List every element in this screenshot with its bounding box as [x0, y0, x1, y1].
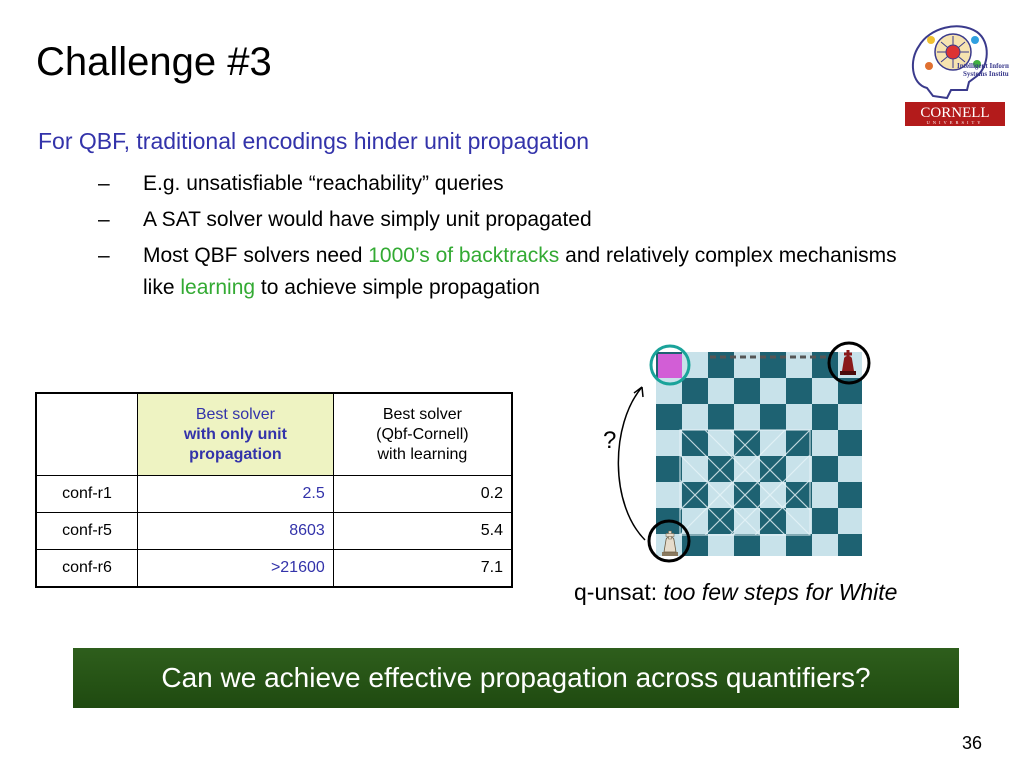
lead-bullet: For QBF, traditional encodings hinder un… [38, 128, 590, 154]
board-caption: q-unsat: too few steps for White [574, 579, 898, 605]
row-label: conf-r1 [35, 475, 138, 513]
iisi-head-icon [911, 25, 988, 100]
white-king-icon [662, 530, 678, 556]
table-row: conf-r1 2.5 0.2 [35, 475, 513, 513]
sub-bullet-2: –A SAT solver would have simply unit pro… [98, 208, 592, 231]
table-row: conf-r6 >21600 7.1 [35, 549, 513, 588]
page-number: 36 [962, 733, 983, 753]
cornell-text: CORNELL [920, 105, 989, 121]
arrow-head-icon [633, 386, 644, 398]
move-arrow [617, 386, 646, 541]
university-text: UNIVERSITY [927, 120, 984, 125]
black-king-circle [827, 341, 871, 385]
unit-value: 2.5 [137, 475, 334, 513]
sub-bullet-3: –Most QBF solvers need 1000’s of backtra… [98, 244, 897, 299]
checkerboard [656, 352, 862, 556]
unit-value: >21600 [137, 549, 334, 588]
learning-value: 0.2 [332, 475, 513, 513]
row-label: conf-r5 [35, 512, 138, 550]
sub-bullet-1: –E.g. unsatisfiable “reachability” queri… [98, 172, 504, 195]
question-mark: ? [603, 427, 616, 454]
iisi-cornell-logo: Intelligent Information Systems Institut… [905, 25, 1009, 126]
white-king-circle [647, 519, 691, 563]
table-header-row: Best solver with only unit propagation B… [35, 392, 513, 476]
results-table: Best solver with only unit propagation B… [35, 392, 513, 588]
learning-value: 5.4 [332, 512, 513, 550]
learning-value: 7.1 [332, 549, 513, 588]
target-square [658, 354, 682, 378]
reachability-lines [679, 429, 811, 536]
cornell-badge [905, 102, 1005, 126]
header-learning: Best solver (Qbf-Cornell) with learning [332, 392, 513, 476]
logo-line1: Intelligent Information [957, 62, 1009, 70]
header-unit-propagation: Best solver with only unit propagation [137, 392, 334, 476]
row-label: conf-r6 [35, 549, 138, 588]
question-banner: Can we achieve effective propagation acr… [73, 648, 959, 708]
slide-title: Challenge #3 [36, 40, 272, 84]
logo-line2: Systems Institute [963, 70, 1009, 78]
table-row: conf-r5 8603 5.4 [35, 512, 513, 550]
highlight-learning: learning [180, 276, 256, 299]
highlight-backtracks: 1000’s of backtracks [368, 244, 560, 267]
target-circle [649, 344, 691, 386]
unit-value: 8603 [137, 512, 334, 550]
black-king-icon [840, 350, 856, 375]
sub-bullet-list: –E.g. unsatisfiable “reachability” queri… [98, 168, 928, 308]
chess-board-diagram: ? [603, 341, 871, 563]
header-empty [35, 392, 138, 476]
